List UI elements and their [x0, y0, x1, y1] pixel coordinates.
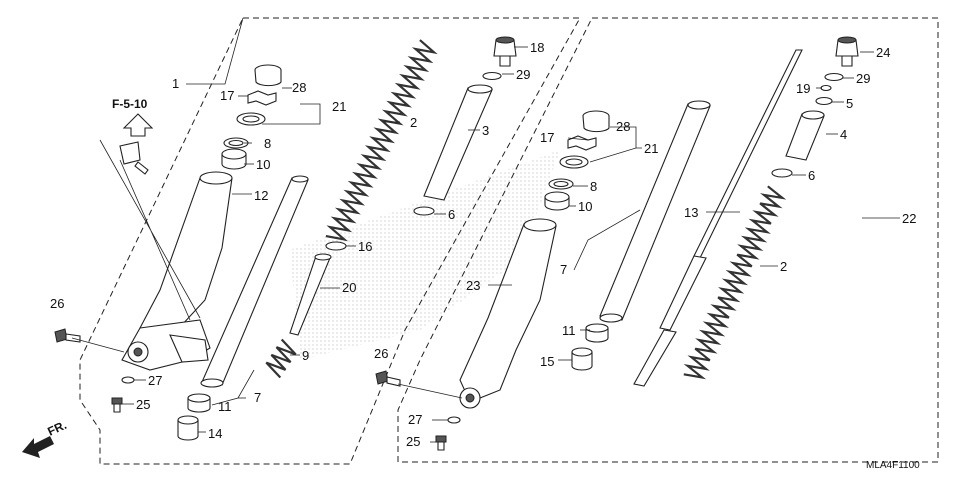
callout-l11b: 11 [562, 323, 576, 338]
piston-part-14 [177, 415, 199, 441]
callout-l28a: 28 [292, 80, 306, 95]
callout-l3: 3 [482, 123, 489, 138]
bolt-part-25-left [111, 397, 123, 413]
fork-pipe-part-7-right [599, 100, 711, 323]
oil-seal-part-21-left [236, 112, 266, 126]
callout-l19: 19 [796, 81, 810, 96]
front-direction-arrow-icon [22, 436, 54, 458]
collar-part-16 [325, 241, 347, 251]
callout-l11a: 11 [218, 399, 232, 414]
o-ring-part-29-right [824, 72, 844, 82]
dust-seal-part-28-left [254, 64, 282, 87]
callout-l8a: 8 [264, 136, 271, 151]
callout-l21b: 21 [644, 141, 658, 156]
callout-l18: 18 [530, 40, 544, 55]
callout-l5: 5 [846, 96, 853, 111]
o-ring-part-19 [820, 84, 832, 92]
piston-part-15 [571, 347, 593, 371]
o-ring-part-29-left [482, 71, 502, 81]
callout-l29b: 29 [856, 71, 870, 86]
spring-collar-part-4 [785, 110, 825, 161]
washer-part-5 [815, 96, 833, 106]
callout-l13: 13 [684, 205, 698, 220]
callout-l28b: 28 [616, 119, 630, 134]
reference-arrow-icon [122, 113, 154, 137]
diagram-code: MLA4F1100 [866, 460, 920, 471]
bushing-part-11-left [187, 393, 211, 413]
callout-l2a: 2 [410, 115, 417, 130]
callout-l24: 24 [876, 45, 890, 60]
callout-l10b: 10 [578, 199, 592, 214]
callout-l7b: 7 [560, 262, 567, 277]
callout-l4: 4 [840, 127, 847, 142]
callout-l22: 22 [902, 211, 916, 226]
hose-clip-part [119, 141, 149, 175]
callout-l8b: 8 [590, 179, 597, 194]
callout-l27a: 27 [148, 373, 162, 388]
callout-l17b: 17 [540, 130, 554, 145]
bolt-part-26-right [375, 370, 401, 387]
fork-spring-part-2-right [683, 185, 787, 380]
right-fork-assembly-outline [397, 17, 939, 463]
spring-collar-part-3 [423, 84, 493, 201]
leader-lines [71, 17, 900, 443]
reference-leader-lines [99, 139, 201, 321]
callout-l10a: 10 [256, 157, 270, 172]
fork-pipe-part-7-left [200, 175, 309, 388]
clip-part-17-right [567, 135, 597, 151]
callout-l26a: 26 [50, 296, 64, 311]
fork-slider-part-23 [459, 218, 557, 409]
oil-seal-part-21-right [559, 155, 589, 169]
callout-l21a: 21 [332, 99, 346, 114]
callout-l15: 15 [540, 354, 554, 369]
washer-part-27-right [447, 416, 461, 424]
callout-l1: 1 [172, 76, 179, 91]
dust-seal-part-28-right [582, 110, 610, 133]
fork-bolt-part-24 [835, 36, 859, 67]
callout-l2b: 2 [780, 259, 787, 274]
bolt-part-26-left [54, 328, 81, 343]
damper-cartridge-part-13 [633, 49, 803, 387]
callout-l6b: 6 [808, 168, 815, 183]
callout-l16: 16 [358, 239, 372, 254]
callout-l29a: 29 [516, 67, 530, 82]
callout-l9: 9 [302, 348, 309, 363]
bolt-part-25-right [435, 435, 447, 451]
callout-l6a: 6 [448, 207, 455, 222]
fork-slider-part-12 [121, 171, 233, 371]
callout-l20: 20 [342, 280, 356, 295]
bushing-part-10-left [221, 148, 247, 170]
callout-l14: 14 [208, 426, 222, 441]
front-direction-label: FR. [45, 418, 68, 439]
callout-l25a: 25 [136, 397, 150, 412]
callout-l23: 23 [466, 278, 480, 293]
clip-part-17-left [247, 90, 277, 106]
callout-l27b: 27 [408, 412, 422, 427]
callout-l26b: 26 [374, 346, 388, 361]
reference-label: F-5-10 [112, 97, 148, 111]
seat-part-6-left [413, 206, 435, 216]
rebound-spring-part-9 [265, 338, 297, 379]
callout-l25b: 25 [406, 434, 420, 449]
callout-l17a: 17 [220, 88, 234, 103]
callout-l7a: 7 [254, 390, 261, 405]
washer-part-27-left [121, 376, 135, 384]
bushing-part-10-right [544, 191, 570, 211]
callout-l12: 12 [254, 188, 268, 203]
seat-part-6-right [771, 168, 793, 178]
washer-part-8-left [223, 137, 249, 149]
fork-bolt-part-18 [493, 36, 517, 67]
damper-rod-part-20 [289, 253, 332, 336]
washer-part-8-right [548, 178, 574, 190]
fork-spring-part-2-left [325, 39, 438, 242]
watermark-pattern [290, 150, 560, 360]
bushing-part-11-right [585, 323, 609, 343]
